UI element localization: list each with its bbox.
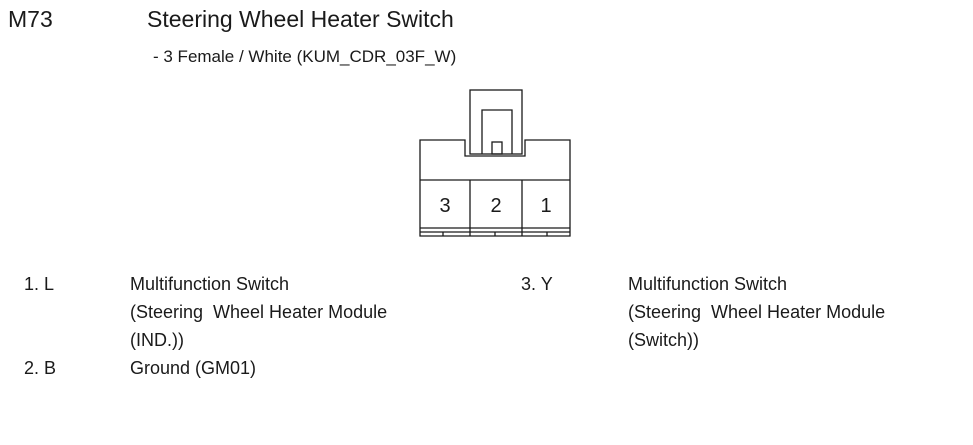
connector-subtitle: - 3 Female / White (KUM_CDR_03F_W)	[153, 47, 457, 66]
pin-row: 2. B Ground (GM01)	[24, 354, 484, 384]
pin-number-label: 1. L	[24, 274, 55, 294]
connector-latch-inner	[481, 109, 513, 154]
pin-row: 1. L Multifunction Switch (Steering Whee…	[24, 270, 484, 360]
pin-description: Multifunction Switch (Steering Wheel Hea…	[628, 274, 886, 350]
pin-number: 2	[490, 195, 501, 217]
connector-title: Steering Wheel Heater Switch	[147, 6, 454, 32]
pin-row: 3. Y Multifunction Switch (Steering Whee…	[521, 270, 961, 360]
pin-number-label: 2. B	[24, 358, 57, 378]
pin-number: 1	[540, 195, 551, 217]
pin-number-label: 3. Y	[521, 274, 553, 294]
connector-diagram: 3 2 1	[419, 89, 571, 237]
pin-description: Multifunction Switch (Steering Wheel Hea…	[130, 274, 388, 350]
connector-latch	[469, 89, 523, 155]
connector-code: M73	[8, 6, 53, 32]
pin-number: 3	[439, 195, 450, 217]
pin-description: Ground (GM01)	[130, 358, 257, 378]
